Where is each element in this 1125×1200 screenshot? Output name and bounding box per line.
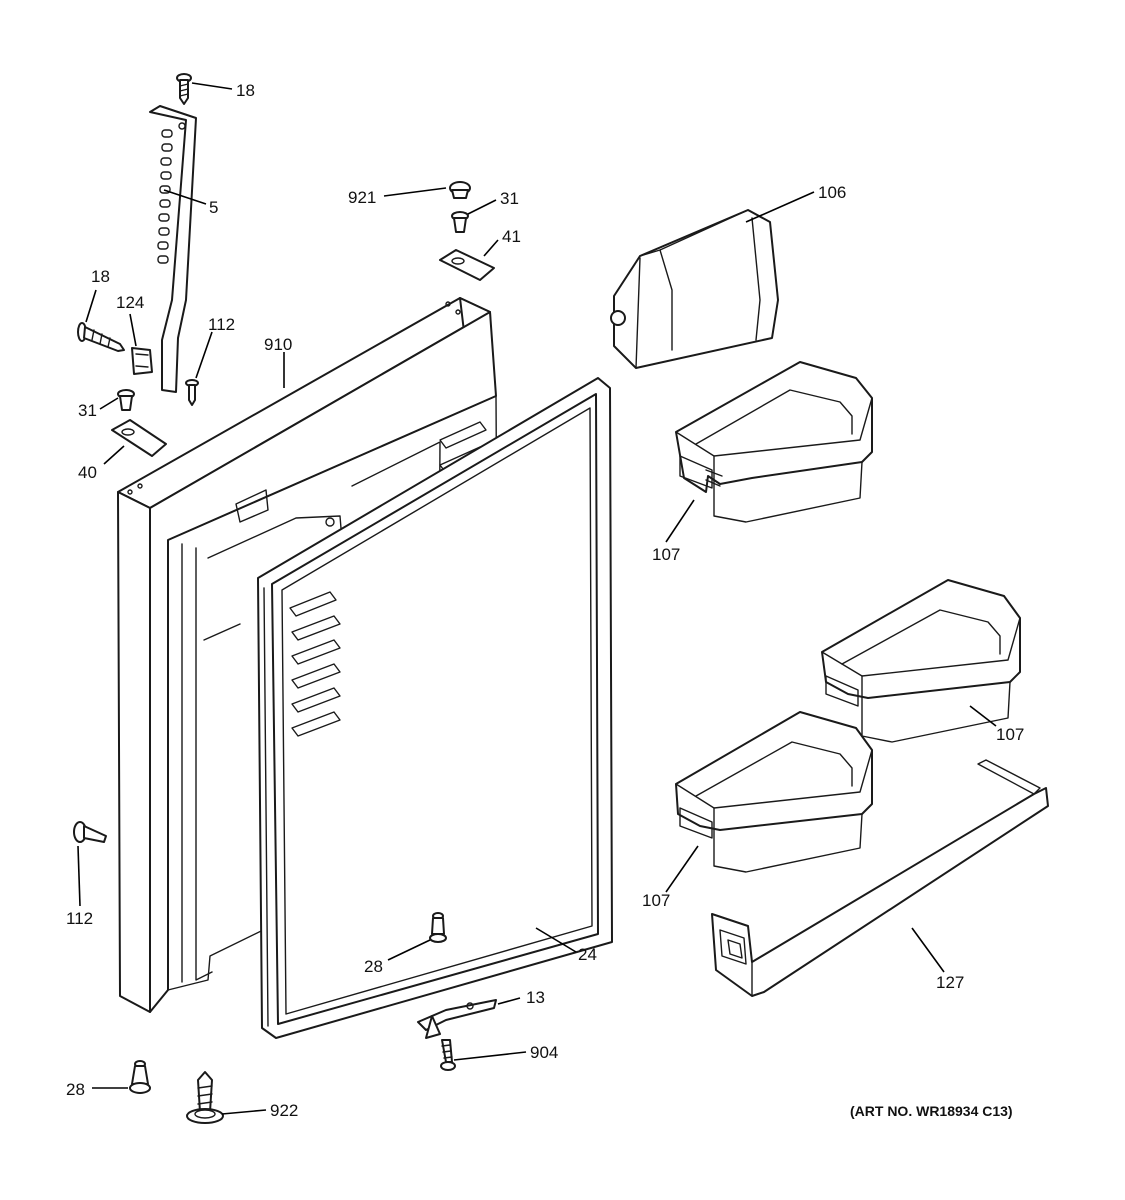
callout-label: 922 bbox=[270, 1101, 298, 1120]
callout-label: 127 bbox=[936, 973, 964, 992]
plug-part bbox=[449, 181, 471, 199]
callout-label: 112 bbox=[208, 315, 235, 334]
plug-part bbox=[451, 211, 469, 233]
bumper-part bbox=[429, 912, 447, 943]
callout-label: 107 bbox=[642, 891, 670, 910]
callout-label: 112 bbox=[66, 909, 93, 928]
callout-label: 904 bbox=[530, 1043, 558, 1062]
leader-lines bbox=[77, 82, 997, 1115]
clip-part bbox=[131, 347, 153, 375]
screw-part bbox=[176, 73, 192, 105]
art-number: (ART NO. WR18934 C13) bbox=[850, 1103, 1013, 1119]
callout-label: 124 bbox=[116, 293, 144, 312]
screw-part bbox=[73, 821, 107, 843]
callout-label: 106 bbox=[818, 183, 846, 202]
callout-label: 28 bbox=[364, 957, 383, 976]
door-bin bbox=[675, 711, 873, 873]
callout-label: 31 bbox=[78, 401, 97, 420]
shim-part bbox=[111, 419, 167, 457]
door-bin bbox=[675, 361, 873, 523]
callout-label: 910 bbox=[264, 335, 292, 354]
shim-part bbox=[439, 249, 495, 281]
callout-label: 40 bbox=[78, 463, 97, 482]
bottom-hinge-part bbox=[417, 999, 497, 1039]
callout-label: 31 bbox=[500, 189, 519, 208]
callout-label: 13 bbox=[526, 988, 545, 1007]
door-outer-panel bbox=[117, 297, 499, 1013]
hinge-strap-part bbox=[149, 105, 197, 393]
callout-label: 24 bbox=[578, 945, 597, 964]
door-shelf bbox=[711, 759, 1049, 997]
callout-label: 18 bbox=[91, 267, 110, 286]
callout-labels: 18 5 921 31 106 41 18 124 112 910 31 40 … bbox=[66, 81, 1024, 1120]
callout-label: 28 bbox=[66, 1080, 85, 1099]
door-gasket bbox=[257, 377, 613, 1039]
callout-label: 18 bbox=[236, 81, 255, 100]
screw-part bbox=[77, 322, 125, 352]
dairy-compartment-cover bbox=[610, 209, 779, 369]
screw-part bbox=[440, 1039, 456, 1071]
plug-part bbox=[117, 389, 135, 411]
bumper-part bbox=[129, 1060, 151, 1094]
anchor-part bbox=[186, 1071, 224, 1124]
callout-label: 107 bbox=[652, 545, 680, 564]
screw-part bbox=[185, 379, 199, 406]
callout-label: 5 bbox=[209, 198, 218, 217]
callout-label: 107 bbox=[996, 725, 1024, 744]
callout-label: 921 bbox=[348, 188, 376, 207]
door-bin bbox=[821, 579, 1021, 743]
callout-label: 41 bbox=[502, 227, 521, 246]
